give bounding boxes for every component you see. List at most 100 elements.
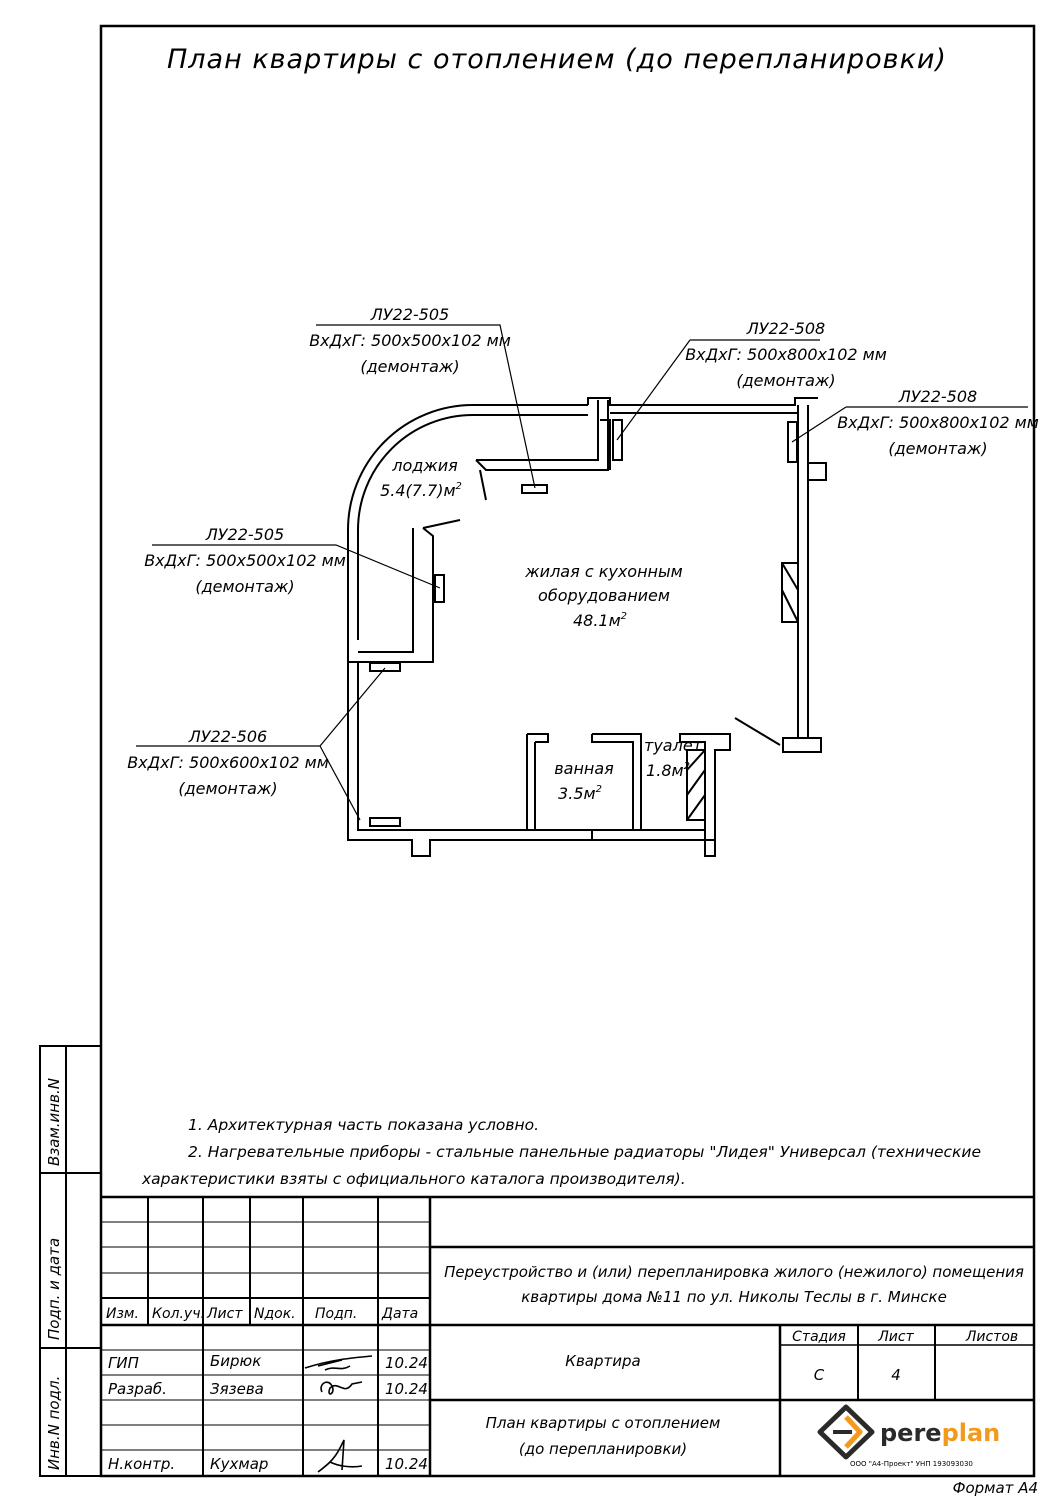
stage-label: Стадия — [792, 1329, 846, 1345]
radiator-1-model: ЛУ22-505 — [370, 305, 449, 324]
role-gip: ГИП — [108, 1354, 139, 1372]
date-nkontr: 10.24 — [385, 1455, 428, 1473]
leader-1 — [316, 324, 536, 489]
loggia-door-leader — [479, 469, 487, 501]
right-wall-stub — [808, 462, 827, 481]
bath-area: 3.5м2 — [558, 784, 602, 803]
signature-gip — [304, 1355, 373, 1371]
door-leader — [734, 717, 781, 746]
radiator-5-model: ЛУ22-506 — [188, 727, 267, 746]
loggia-inner-wall — [357, 414, 588, 640]
logo-subtitle: ООО "А4-Проект" УНП 193093030 — [850, 1460, 973, 1468]
toilet-hatch — [686, 749, 706, 821]
format-label: Формат А4 — [953, 1479, 1038, 1497]
signatures — [304, 1355, 373, 1473]
radiator-2-size: ВхДхГ: 500х800х102 мм — [685, 345, 887, 364]
role-nkontr: Н.контр. — [108, 1455, 175, 1473]
living-area: 48.1м2 — [573, 611, 627, 630]
bath-wall-left — [526, 733, 549, 830]
hdr-ndok: Nдок. — [254, 1306, 296, 1322]
radiator-4 — [434, 574, 445, 603]
date-gip: 10.24 — [385, 1354, 428, 1372]
toilet-wall — [679, 733, 731, 857]
radiator-2-note: (демонтаж) — [736, 371, 835, 390]
loggia-area: 5.4(7.7)м2 — [380, 481, 462, 500]
signature-nkontr — [317, 1439, 363, 1473]
radiator-4-note: (демонтаж) — [195, 577, 294, 596]
hdr-izm: Изм. — [106, 1306, 139, 1322]
radiator-labels: ЛУ22-505 ВхДхГ: 500х500х102 мм (демонтаж… — [127, 305, 1039, 798]
sign-date-label: Подп. и дата — [45, 1238, 63, 1340]
loggia-partition-small — [600, 419, 611, 470]
leader-3 — [791, 406, 1028, 443]
right-wall — [797, 405, 809, 738]
radiator-1-size: ВхДхГ: 500х500х102 мм — [309, 331, 511, 350]
inv-zam-label: Взам.инв.N — [45, 1078, 63, 1166]
leader-lines — [136, 324, 1028, 821]
inv-orig-label: Инв.N подл. — [45, 1376, 63, 1470]
bath-name: ванная — [554, 759, 614, 778]
radiator-4-size: ВхДхГ: 500х500х102 мм — [144, 551, 346, 570]
name-nkontr: Кухмар — [210, 1455, 268, 1473]
loggia-partition — [475, 400, 609, 471]
stage-value: С — [814, 1366, 825, 1384]
company-logo: pereplan ООО "А4-Проект" УНП 193093030 — [817, 1404, 1000, 1468]
sheet-label: Лист — [877, 1329, 914, 1345]
living-name-line1: жилая с кухонным — [524, 562, 682, 581]
project-line2: квартиры дома №11 по ул. Николы Теслы в … — [521, 1288, 947, 1306]
hdr-list: Лист — [206, 1306, 243, 1322]
notes: 1. Архитектурная часть показана условно.… — [141, 1116, 981, 1188]
date-razrab: 10.24 — [385, 1380, 428, 1398]
radiator-5-note: (демонтаж) — [178, 779, 277, 798]
toilet-name: туалет — [644, 736, 703, 755]
drawing-title: План квартиры с отоплением (до переплани… — [167, 44, 947, 75]
right-wall-bottom-stub — [782, 737, 822, 753]
toilet-area: 1.8м2 — [646, 761, 690, 780]
radiator-3-size: ВхДхГ: 500х800х102 мм — [837, 413, 1039, 432]
name-gip: Бирюк — [210, 1352, 261, 1370]
room-labels: лоджия 5.4(7.7)м2 жилая с кухонным обору… — [380, 456, 703, 803]
sheet-frame — [99, 24, 1036, 1478]
drawing-line2: (до перепланировки) — [519, 1440, 687, 1458]
logo-wordmark: pereplan — [880, 1419, 1000, 1447]
radiator-3 — [787, 421, 798, 463]
sheet-value: 4 — [891, 1366, 901, 1384]
living-name-line2: оборудованием — [538, 586, 670, 605]
radiator-5-size: ВхДхГ: 500х600х102 мм — [127, 753, 329, 772]
signature-razrab — [320, 1381, 363, 1395]
radiator-5 — [369, 662, 401, 672]
radiator-2-model: ЛУ22-508 — [746, 319, 825, 338]
hdr-kol-uch: Кол.уч. — [152, 1306, 205, 1322]
leader-5 — [136, 667, 386, 821]
floor-plan — [347, 397, 827, 857]
sheets-label: Листов — [965, 1329, 1018, 1345]
side-stamp-labels: Взам.инв.N Подп. и дата Инв.N подл. — [45, 1078, 63, 1470]
loggia-door-line — [422, 519, 461, 529]
left-wall-outer — [347, 640, 715, 857]
title-block-headers: Изм. Кол.уч. Лист Nдок. Подп. Дата — [106, 1306, 418, 1322]
drawing-line1: План квартиры с отоплением — [486, 1414, 721, 1432]
radiator-1-note: (демонтаж) — [360, 357, 459, 376]
radiator-2 — [612, 419, 623, 461]
radiator-3-model: ЛУ22-508 — [898, 387, 977, 406]
loggia-door-wall — [358, 527, 434, 663]
role-razrab: Разраб. — [108, 1380, 167, 1398]
radiator-6 — [369, 817, 401, 827]
leader-2 — [616, 339, 820, 441]
left-wall-inner — [357, 662, 705, 831]
loggia-name: лоджия — [391, 456, 458, 475]
hdr-podp: Подп. — [315, 1306, 357, 1322]
leader-4 — [152, 544, 441, 589]
loggia-outer-wall — [347, 404, 588, 640]
hdr-data: Дата — [381, 1306, 418, 1322]
side-stamp — [39, 1045, 102, 1477]
note-2: 2. Нагревательные приборы - стальные пан… — [188, 1143, 981, 1161]
project-line1: Переустройство и (или) перепланировка жи… — [444, 1263, 1024, 1281]
title-block-people: ГИП Бирюк 10.24 Разраб. Зязева 10.24 Н.к… — [108, 1352, 428, 1473]
note-1: 1. Архитектурная часть показана условно. — [188, 1116, 539, 1134]
name-razrab: Зязева — [210, 1380, 264, 1398]
radiator-3-note: (демонтаж) — [888, 439, 987, 458]
bath-wall-right — [591, 733, 642, 830]
right-wall-window — [781, 562, 799, 623]
